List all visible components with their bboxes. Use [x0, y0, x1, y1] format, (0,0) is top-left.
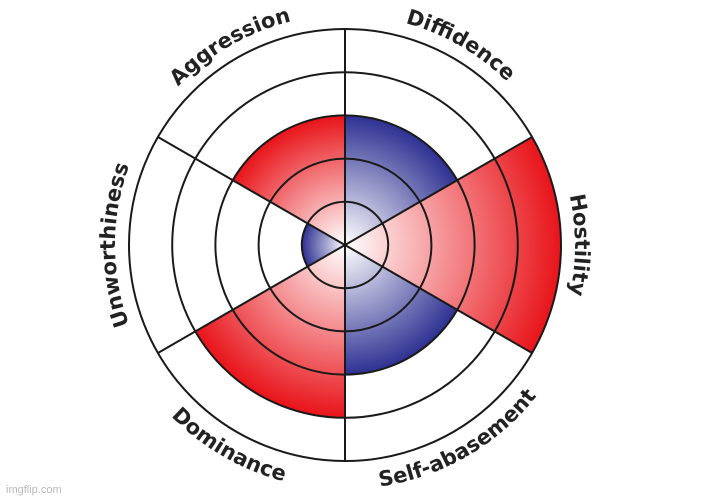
grid-layer: [128, 28, 562, 462]
watermark: imgflip.com: [6, 484, 62, 496]
category-label-aggression: Aggression: [165, 3, 293, 90]
grid-spoke-5: [157, 244, 346, 354]
sector-hostility: [345, 137, 561, 353]
category-label-diffidence: Diffidence: [404, 5, 521, 86]
grid-spoke-3: [344, 244, 533, 354]
grid-spoke-6: [157, 136, 346, 246]
sector-dominance: [195, 245, 345, 418]
category-label-self-abasement: Self-abasement: [377, 384, 541, 492]
category-label-hostility: Hostility: [565, 192, 594, 299]
grid-spoke-2: [344, 136, 533, 246]
sector-unworthiness: [301, 223, 345, 267]
sector-layer: [195, 115, 561, 418]
category-label-dominance: Dominance: [167, 402, 289, 486]
